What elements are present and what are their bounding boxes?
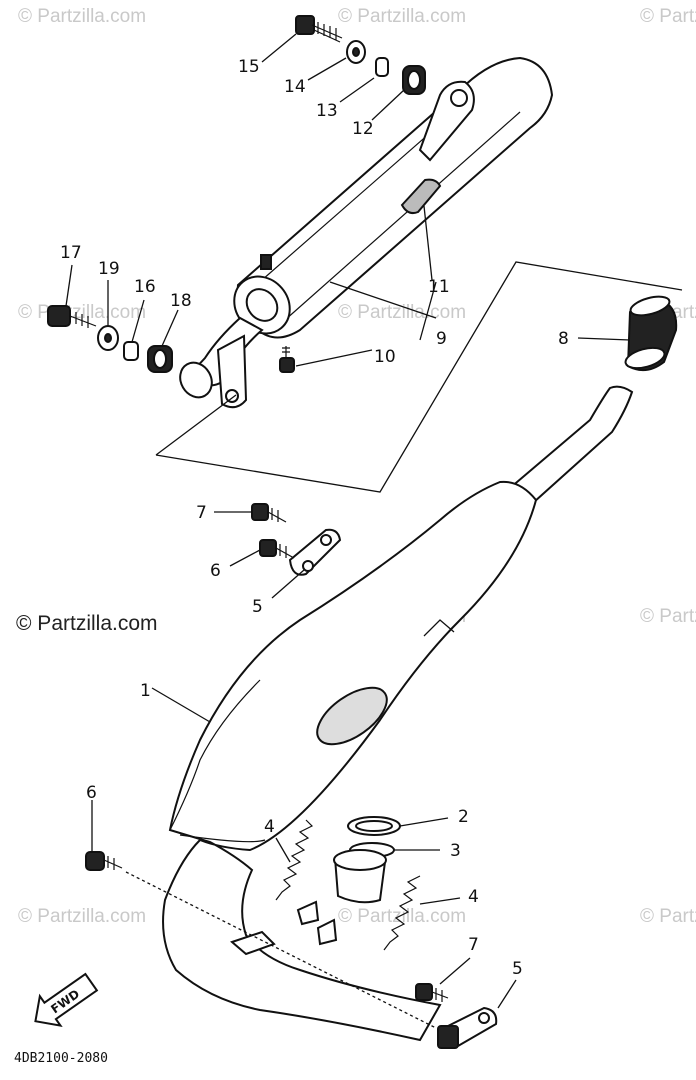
- callout-18: 18: [170, 291, 192, 311]
- callout-5-upper: 5: [252, 597, 263, 617]
- callout-6-upper: 6: [210, 561, 221, 581]
- callout-16: 16: [134, 277, 156, 297]
- bracket-hole: [450, 89, 468, 107]
- silencer-end-cap-inner: [245, 288, 279, 322]
- gasket-2-inner: [355, 820, 393, 832]
- bolt-6-upper-thread: [275, 544, 295, 559]
- assembly-frame: [155, 261, 683, 493]
- grommet-18-hole: [153, 349, 167, 369]
- spring-hook-right: [316, 918, 338, 946]
- tail-pipe: [508, 385, 634, 504]
- callout-3: 3: [450, 841, 461, 861]
- bolt-10-head: [279, 357, 295, 373]
- joint-8-top: [629, 295, 671, 317]
- bolt-7-upper-thread: [267, 508, 287, 523]
- spring-4-right: [383, 875, 421, 951]
- watermark: © Partzilla.com: [338, 6, 466, 27]
- manifold-joint-top: [333, 849, 387, 871]
- bolt-6-upper-head: [259, 539, 277, 557]
- washer-14-hole: [352, 47, 360, 57]
- bolt-17: [47, 305, 71, 327]
- watermark: © Partzilla.com: [640, 606, 696, 627]
- watermark: © Partzilla.com: [18, 906, 146, 927]
- copyright-label: © Partzilla.com: [16, 612, 158, 635]
- silencer-stud: [260, 254, 272, 270]
- callout-14: 14: [284, 77, 306, 97]
- watermark: © Partzilla.com: [338, 302, 466, 323]
- spring-4-left: [275, 819, 314, 901]
- bolt-15-thread: [311, 22, 343, 43]
- bolt-6-lower: [85, 851, 123, 871]
- callout-17: 17: [60, 243, 82, 263]
- joint-8-bottom: [624, 346, 666, 370]
- bolt-17-thread: [69, 312, 97, 328]
- callout-12: 12: [352, 119, 374, 139]
- bolt-7-lower-thread: [431, 988, 449, 1002]
- bolt-10-thread: [282, 346, 290, 358]
- bolt-6-lower-head: [85, 851, 105, 871]
- expansion-chamber: [162, 385, 634, 1042]
- bolt-7-lower-head: [415, 983, 433, 1001]
- upper-grommet-stack: [295, 15, 426, 95]
- chamber-bracket: [230, 930, 276, 956]
- callout-7-upper: 7: [196, 503, 207, 523]
- callout-19: 19: [98, 259, 120, 279]
- silencer-inlet-end: [179, 361, 213, 399]
- lower-tab-hole: [225, 389, 239, 403]
- diagram-code: 4DB2100-2080: [14, 1051, 108, 1066]
- watermark: © Partzilla.com: [338, 906, 466, 927]
- chamber-shadow: [316, 686, 388, 746]
- upper-mount-plate-5: [288, 528, 342, 576]
- collar-13: [375, 57, 389, 77]
- callout-2: 2: [458, 807, 469, 827]
- bolt-7-upper-head: [251, 503, 269, 521]
- callout-8: 8: [558, 329, 569, 349]
- plate-5-upper-hole: [302, 560, 314, 572]
- bolt-7-lower: [415, 983, 449, 1002]
- plate-5-lower-block: [437, 1025, 459, 1049]
- lower-grommet-stack: [47, 305, 173, 373]
- callout-15: 15: [238, 57, 260, 77]
- damper-pad: [400, 178, 442, 215]
- bolt-7-upper: [251, 503, 287, 523]
- fwd-arrow: FWD: [34, 972, 99, 1028]
- watermark: © Partzilla.com: [18, 6, 146, 27]
- plate-5-lower-hole: [478, 1012, 490, 1024]
- callout-11: 11: [428, 277, 450, 297]
- leader-lines: [65, 33, 631, 1029]
- bolt-10: [279, 346, 295, 373]
- callout-4-right: 4: [468, 887, 479, 907]
- callout-13: 13: [316, 101, 338, 121]
- bolt-6-lower-thread: [103, 856, 123, 870]
- callout-5-lower: 5: [512, 959, 523, 979]
- watermark: © Partzilla.com: [640, 6, 696, 27]
- chamber-weld: [179, 834, 266, 843]
- silencer-group: [179, 56, 554, 409]
- callout-1: 1: [140, 681, 151, 701]
- callout-9: 9: [436, 329, 447, 349]
- callouts: 15 14 13 12 11 9 10 8 17 19 16 18 7 6 5 …: [60, 57, 569, 979]
- spring-hook-left: [296, 900, 320, 926]
- plate-5-upper-hole: [320, 534, 332, 546]
- watermarks: © Partzilla.com © Partzilla.com © Partzi…: [18, 6, 696, 927]
- chamber-body: [162, 480, 538, 1042]
- callout-6-lower: 6: [86, 783, 97, 803]
- plate-5-upper: [288, 528, 342, 576]
- callout-4-left: 4: [264, 817, 275, 837]
- watermark: © Partzilla.com: [640, 906, 696, 927]
- grommet-12-hole: [407, 70, 421, 90]
- silencer-seam: [284, 111, 521, 321]
- chamber-seam: [169, 679, 261, 831]
- bolt-15: [295, 15, 315, 35]
- washer-19-hole: [104, 333, 112, 343]
- bolt-6-upper: [259, 539, 295, 559]
- callout-7-lower: 7: [468, 935, 479, 955]
- lower-mount-plate-5: [437, 1006, 498, 1049]
- collar-16: [123, 341, 139, 361]
- silencer-joint-8: [624, 295, 678, 372]
- callout-10: 10: [374, 347, 396, 367]
